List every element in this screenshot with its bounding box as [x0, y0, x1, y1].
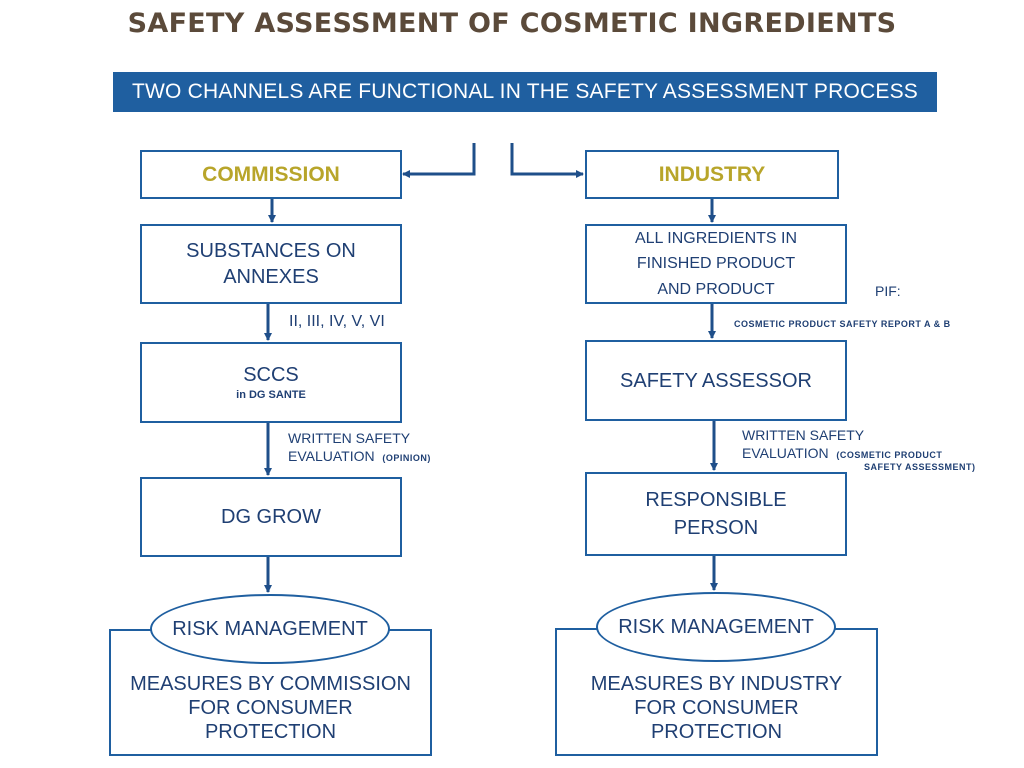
- commission-risk-ellipse: RISK MANAGEMENT: [150, 594, 390, 664]
- commission-written-line-2: EVALUATION: [288, 447, 375, 464]
- safety-assessor-label: SAFETY ASSESSOR: [620, 369, 812, 392]
- commission-risk-label: RISK MANAGEMENT: [172, 617, 368, 640]
- sccs-box: SCCS in DG SANTE: [140, 342, 402, 423]
- safety-assessor-box: SAFETY ASSESSOR: [585, 340, 847, 421]
- industry-header: INDUSTRY: [658, 162, 766, 186]
- commission-written-opinion: (OPINION): [382, 452, 431, 463]
- industry-measures-line-3: PROTECTION: [650, 721, 783, 743]
- channels-banner: TWO CHANNELS ARE FUNCTIONAL IN THE SAFET…: [113, 72, 937, 112]
- arrow-to-industry: [510, 143, 584, 178]
- commission-header: COMMISSION: [202, 162, 340, 186]
- industry-written-line-2: EVALUATION: [742, 444, 829, 461]
- industry-header-box: INDUSTRY: [585, 150, 839, 199]
- commission-measures-line-2: FOR CONSUMER: [188, 697, 353, 719]
- industry-written-line-1: WRITTEN SAFETY: [742, 427, 865, 443]
- sccs-label: SCCS: [243, 364, 299, 387]
- commission-written-line-1: WRITTEN SAFETY: [288, 430, 411, 446]
- cpsr-label: COSMETIC PRODUCT SAFETY REPORT A & B: [734, 319, 951, 329]
- ingredients-box: ALL INGREDIENTS IN FINISHED PRODUCT AND …: [585, 224, 847, 304]
- commission-measures-line-1: MEASURES BY COMMISSION: [130, 673, 411, 695]
- industry-risk-ellipse: RISK MANAGEMENT: [596, 592, 836, 662]
- ingredients-line-1: ALL INGREDIENTS IN: [634, 229, 798, 247]
- dg-grow-box: DG GROW: [140, 477, 402, 557]
- responsible-line-2: PERSON: [673, 517, 759, 539]
- industry-written-evaluation: WRITTEN SAFETY EVALUATION (COSMETIC PROD…: [742, 427, 976, 473]
- ingredients-line-2: FINISHED PRODUCT: [636, 255, 796, 273]
- commission-written-evaluation: WRITTEN SAFETY EVALUATION (OPINION): [288, 430, 431, 465]
- sccs-sublabel: in DG SANTE: [236, 389, 306, 402]
- ingredients-line-3: AND PRODUCT: [657, 280, 775, 298]
- pif-label: PIF:: [875, 283, 901, 299]
- substances-box: SUBSTANCES ON ANNEXES: [140, 224, 402, 304]
- annex-label: II, III, IV, V, VI: [289, 313, 385, 330]
- industry-measures-line-1: MEASURES BY INDUSTRY: [590, 673, 843, 695]
- industry-measures-line-2: FOR CONSUMER: [634, 697, 799, 719]
- commission-header-box: COMMISSION: [140, 150, 402, 199]
- commission-measures-line-3: PROTECTION: [204, 721, 337, 743]
- industry-written-paren-1: (COSMETIC PRODUCT: [836, 449, 943, 460]
- responsible-person-box: RESPONSIBLE PERSON: [585, 472, 847, 556]
- responsible-line-1: RESPONSIBLE: [645, 489, 787, 511]
- industry-written-paren-2: SAFETY ASSESSMENT): [864, 462, 976, 472]
- page-title: SAFETY ASSESSMENT OF COSMETIC INGREDIENT…: [127, 8, 897, 39]
- substances-line-2: ANNEXES: [223, 266, 319, 288]
- substances-line-1: SUBSTANCES ON: [186, 240, 356, 262]
- industry-risk-label: RISK MANAGEMENT: [618, 615, 814, 638]
- arrow-to-commission: [402, 143, 476, 178]
- dg-grow-label: DG GROW: [221, 506, 321, 528]
